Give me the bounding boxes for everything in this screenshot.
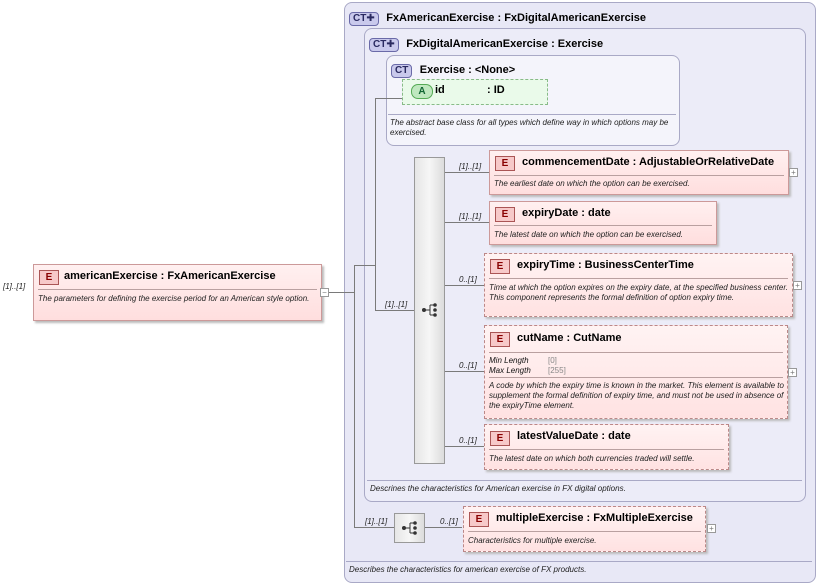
ct-inner-divider bbox=[388, 114, 676, 115]
element-icon: E bbox=[490, 431, 510, 446]
element-connector bbox=[443, 446, 484, 447]
expand-icon[interactable]: + bbox=[707, 524, 716, 533]
mid-vertical-connector bbox=[375, 98, 376, 310]
element-title: expiryTime : BusinessCenterTime bbox=[517, 259, 694, 271]
element-title: americanExercise : FxAmericanExercise bbox=[64, 270, 276, 282]
element-title: expiryDate : date bbox=[522, 207, 611, 219]
ct-inner-connector bbox=[375, 98, 402, 99]
element-title: commencementDate : AdjustableOrRelativeD… bbox=[522, 156, 775, 168]
element-icon: E bbox=[39, 270, 59, 285]
element-expirytime[interactable]: E expiryTime : BusinessCenterTime Time a… bbox=[484, 253, 793, 317]
attribute-icon: A bbox=[411, 84, 433, 99]
element-description: The parameters for defining the exercise… bbox=[38, 294, 310, 303]
element-divider bbox=[489, 352, 783, 353]
element-americanexercise[interactable]: E americanExercise : FxAmericanExercise … bbox=[33, 264, 322, 321]
element-description: The latest date on which both currencies… bbox=[489, 454, 695, 463]
ct-mid-divider bbox=[367, 480, 802, 481]
element-description: The latest date on which the option can … bbox=[494, 230, 684, 239]
facet-value: [255] bbox=[548, 366, 566, 375]
ct-mid-title: FxDigitalAmericanExercise : Exercise bbox=[406, 38, 604, 50]
element-description: The earliest date on which the option ca… bbox=[494, 179, 690, 188]
element-cardinality: 0..[1] bbox=[459, 361, 477, 370]
element-cutname[interactable]: E cutName : CutName Min Length [0] Max L… bbox=[484, 325, 788, 419]
collapse-icon[interactable]: − bbox=[320, 288, 329, 297]
element-description: A code by which the expiry time is known… bbox=[489, 381, 784, 410]
ct-inner-title: Exercise : <None> bbox=[419, 64, 516, 76]
element-icon: E bbox=[495, 156, 515, 171]
multiple-sequence-connector bbox=[354, 527, 394, 528]
element-icon: E bbox=[490, 332, 510, 347]
ct-outer-header: CT✚ FxAmericanExercise : FxDigitalAmeric… bbox=[349, 8, 646, 26]
sequence-compositor[interactable] bbox=[414, 157, 445, 464]
root-vertical-connector bbox=[354, 265, 355, 527]
element-icon: E bbox=[495, 207, 515, 222]
ct-inner-description: The abstract base class for all types wh… bbox=[390, 118, 669, 137]
element-icon: E bbox=[469, 512, 489, 527]
complex-type-icon: CT bbox=[391, 64, 413, 78]
element-expirydate[interactable]: E expiryDate : date The latest date on w… bbox=[489, 201, 717, 245]
element-connector bbox=[443, 222, 489, 223]
expand-icon[interactable]: + bbox=[788, 368, 797, 377]
complex-type-icon: CT✚ bbox=[369, 38, 399, 52]
facet-value: [0] bbox=[548, 356, 557, 365]
element-divider bbox=[494, 175, 784, 176]
element-commencementdate[interactable]: E commencementDate : AdjustableOrRelativ… bbox=[489, 150, 789, 195]
attribute-name: id bbox=[435, 84, 445, 96]
element-divider bbox=[468, 531, 701, 532]
sequence-connector bbox=[375, 310, 414, 311]
root-cardinality: [1]..[1] bbox=[3, 282, 26, 291]
element-cardinality: 0..[1] bbox=[459, 436, 477, 445]
expand-icon[interactable]: + bbox=[789, 168, 798, 177]
element-divider bbox=[489, 377, 783, 378]
element-description: Time at which the option expires on the … bbox=[489, 283, 788, 302]
facet-label: Min Length bbox=[489, 356, 529, 365]
ct-mid-description: Descrines the characteristics for Americ… bbox=[370, 484, 626, 493]
ct-outer-divider bbox=[346, 561, 812, 562]
sequence-cardinality: [1]..[1] bbox=[385, 300, 408, 309]
element-connector bbox=[443, 172, 489, 173]
ct-mid-header: CT✚ FxDigitalAmericanExercise : Exercise bbox=[369, 34, 603, 52]
element-divider bbox=[489, 449, 724, 450]
element-title: latestValueDate : date bbox=[517, 430, 631, 442]
sequence-compositor[interactable] bbox=[394, 513, 425, 543]
element-cardinality: [1]..[1] bbox=[459, 212, 482, 221]
ct-mid-connector bbox=[354, 265, 375, 266]
element-divider bbox=[494, 225, 712, 226]
element-title: multipleExercise : FxMultipleExercise bbox=[496, 512, 693, 524]
element-description: Characteristics for multiple exercise. bbox=[468, 536, 597, 545]
element-divider bbox=[489, 278, 788, 279]
element-cardinality: 0..[1] bbox=[459, 275, 477, 284]
ct-outer-description: Describes the characteristics for americ… bbox=[349, 565, 587, 574]
element-icon: E bbox=[490, 259, 510, 274]
multiple-element-connector bbox=[424, 527, 462, 528]
attribute-id[interactable]: A id : ID bbox=[402, 79, 548, 105]
sequence-compositor-icon bbox=[422, 303, 437, 317]
multiple-sequence-cardinality: [1]..[1] bbox=[365, 517, 388, 526]
complex-type-icon: CT✚ bbox=[349, 12, 379, 26]
element-cardinality: 0..[1] bbox=[440, 517, 458, 526]
ct-outer-title: FxAmericanExercise : FxDigitalAmericanEx… bbox=[386, 12, 647, 24]
expand-icon[interactable]: + bbox=[793, 281, 802, 290]
facet-label: Max Length bbox=[489, 366, 531, 375]
attribute-type: : ID bbox=[487, 84, 505, 96]
element-connector bbox=[443, 285, 484, 286]
root-connector bbox=[321, 292, 354, 293]
sequence-compositor-icon bbox=[402, 521, 417, 535]
element-cardinality: [1]..[1] bbox=[459, 162, 482, 171]
ct-inner-header: CT Exercise : <None> bbox=[391, 60, 515, 78]
element-connector bbox=[443, 371, 484, 372]
element-latestvaluedate[interactable]: E latestValueDate : date The latest date… bbox=[484, 424, 729, 470]
element-divider bbox=[38, 289, 317, 290]
element-multipleexercise[interactable]: E multipleExercise : FxMultipleExercise … bbox=[463, 506, 706, 552]
element-title: cutName : CutName bbox=[517, 332, 622, 344]
